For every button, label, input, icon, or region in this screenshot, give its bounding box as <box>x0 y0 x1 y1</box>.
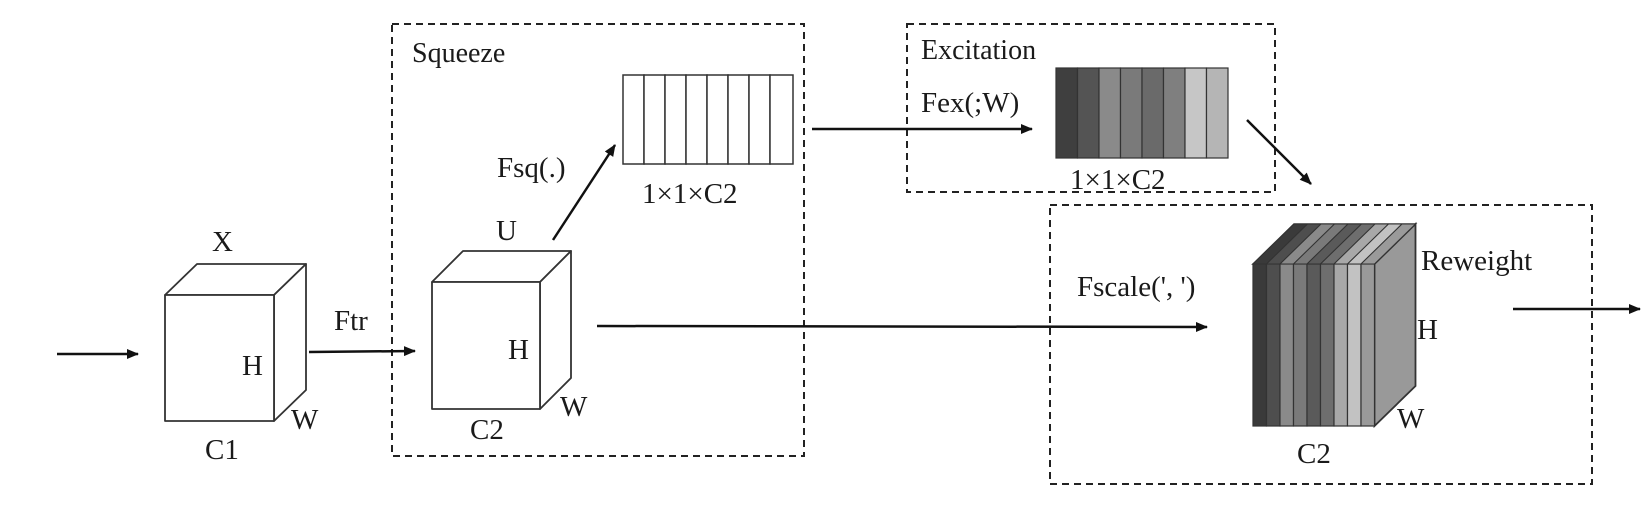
excitation-channel <box>1141 67 1165 159</box>
feature-map-u-cube <box>431 250 572 410</box>
label-c2-u: C2 <box>470 414 504 446</box>
excitation-channel <box>1162 67 1186 159</box>
label-w-u: W <box>560 391 588 423</box>
label-fscale: Fscale(', ') <box>1077 271 1195 303</box>
label-w-out: W <box>1397 403 1425 435</box>
label-reweight: Reweight <box>1421 245 1532 277</box>
output-channel <box>1265 263 1281 427</box>
output-channel <box>1252 263 1268 427</box>
fsq-arrow <box>551 144 617 241</box>
label-c1: C1 <box>205 434 239 466</box>
output-channel <box>1360 263 1376 427</box>
output-channel <box>1292 263 1308 427</box>
excitation-channel <box>1184 67 1208 159</box>
output-tensor <box>1251 221 1418 429</box>
excitation-channel <box>1205 67 1229 159</box>
label-u: U <box>496 215 517 247</box>
label-x: X <box>212 226 233 258</box>
output-channel <box>1319 263 1335 427</box>
label-h-input: H <box>242 350 263 382</box>
input-tensor-cube <box>164 263 307 422</box>
label-squeeze-vector: 1×1×C2 <box>642 178 738 210</box>
label-excitation: Excitation <box>921 35 1036 66</box>
label-squeeze: Squeeze <box>412 38 505 69</box>
reweight-box <box>1049 204 1593 485</box>
output-channel <box>1279 263 1295 427</box>
label-c2-out: C2 <box>1297 438 1331 470</box>
excitation-channel <box>1055 67 1079 159</box>
excitation-channel <box>1098 67 1122 159</box>
excitation-to-scale-arrow <box>1246 119 1312 185</box>
excitation-vector <box>1055 67 1229 159</box>
squeeze-vector <box>622 74 794 165</box>
output-channel <box>1306 263 1322 427</box>
excitation-channel <box>1076 67 1100 159</box>
fscale-arrow <box>596 321 1208 332</box>
excitation-channel <box>1119 67 1143 159</box>
output-channel <box>1346 263 1362 427</box>
label-ftr: Ftr <box>334 305 368 337</box>
label-fsq: Fsq(.) <box>497 152 565 184</box>
label-excitation-vector: 1×1×C2 <box>1070 164 1166 196</box>
ftr-arrow <box>308 346 416 357</box>
label-h-u: H <box>508 334 529 366</box>
output-channel-top <box>1359 223 1417 265</box>
label-fex: Fex(;W) <box>921 87 1019 119</box>
excitation-box <box>906 23 1276 193</box>
output-channel <box>1333 263 1349 427</box>
label-w-input: W <box>291 404 319 436</box>
squeeze-box <box>391 23 805 457</box>
label-h-out: H <box>1417 314 1438 346</box>
